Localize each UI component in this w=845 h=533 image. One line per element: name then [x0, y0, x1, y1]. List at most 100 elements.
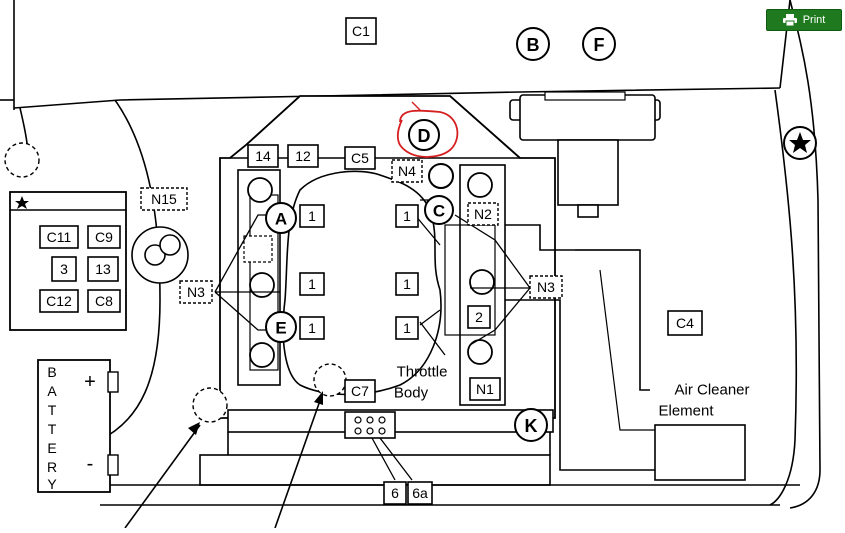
- battery-letter-b: B: [47, 364, 56, 380]
- callout-k-label: K: [525, 416, 538, 436]
- connector-leads: [371, 437, 413, 481]
- fuse3-label: 3: [60, 261, 68, 277]
- canister-stem: [577, 204, 599, 218]
- small-ring-n4: [428, 163, 454, 189]
- one-box-5: [299, 316, 325, 340]
- print-button[interactable]: Print: [766, 9, 842, 31]
- num14-box: [247, 144, 279, 168]
- battery-body: [37, 359, 111, 493]
- arrow-to-dashed-center: [274, 394, 323, 529]
- arrow-head-2: [314, 391, 323, 405]
- throttle-label-line2: Body: [394, 385, 429, 402]
- callout-c-circle: [424, 195, 454, 225]
- callout-f-label: F: [594, 35, 605, 55]
- n1-label: N1: [476, 381, 494, 397]
- right-inner-fender-line: [769, 89, 798, 506]
- battery-letter-t2: T: [48, 421, 57, 437]
- c1-label: C1: [352, 23, 370, 39]
- battery-letter-a: A: [47, 383, 57, 399]
- arrow-throttle: [419, 321, 446, 356]
- dashed-locator-top-left: [4, 142, 40, 178]
- d-highlight-tick: [411, 101, 421, 111]
- num6a-label: 6a: [412, 485, 428, 501]
- n2-box: [467, 202, 499, 226]
- num2-box: [467, 305, 491, 329]
- alternator-body: [519, 94, 656, 141]
- one-label-6: 1: [403, 320, 411, 336]
- battery-terminal-pos: [107, 371, 119, 393]
- air-cleaner-label-line2: Element: [658, 403, 714, 420]
- callout-d-label: D: [418, 126, 431, 146]
- alternator-cap: [544, 91, 626, 101]
- battery-plus-label: +: [84, 371, 96, 393]
- reservoir-inner-b: [159, 234, 181, 256]
- n15-label: N15: [151, 191, 177, 207]
- n4-label: N4: [398, 163, 416, 179]
- air-cleaner-housing: [575, 249, 655, 431]
- callout-f-circle: [582, 27, 616, 61]
- battery-terminal-neg: [107, 454, 119, 476]
- callout-d-circle: [408, 119, 440, 151]
- one-label-5: 1: [308, 320, 316, 336]
- battery-letter-t1: T: [48, 402, 57, 418]
- callout-e-circle: [265, 311, 297, 343]
- battery-letter-e: E: [47, 440, 56, 456]
- right-injector-2: [469, 269, 495, 295]
- c4-label: C4: [676, 315, 694, 331]
- c12-label: C12: [46, 293, 72, 309]
- num6-box: [383, 481, 407, 505]
- c7-box: [344, 379, 376, 403]
- c1-box: [345, 17, 377, 45]
- n3-left-box: [179, 280, 213, 304]
- arrow-to-dashed-battery: [124, 424, 201, 529]
- fuse13-label: 13: [95, 261, 111, 277]
- one-box-6: [395, 316, 419, 340]
- callout-k-circle: [514, 408, 548, 442]
- engine-top-right-line: [449, 95, 521, 159]
- callout-c-label: C: [433, 202, 445, 221]
- air-cleaner-box: [654, 424, 746, 481]
- fuse13-box: [87, 256, 119, 282]
- c11-box: [39, 225, 79, 249]
- one-box-3: [299, 272, 325, 296]
- n1-box: [469, 377, 501, 401]
- n15-box: [140, 187, 188, 211]
- num12-box: [287, 144, 319, 168]
- n2-label: N2: [474, 206, 492, 222]
- callout-a-label: A: [275, 210, 287, 229]
- one-label-4: 1: [403, 276, 411, 292]
- reservoir-inner-a: [144, 244, 166, 266]
- battery-letter-r: R: [47, 459, 57, 475]
- c9-box: [87, 225, 121, 249]
- one-label-2: 1: [403, 208, 411, 224]
- fuse3-box: [51, 256, 77, 282]
- c8-box: [87, 289, 121, 313]
- air-cleaner-label-line1: Air Cleaner: [674, 382, 749, 399]
- right-fender-line: [789, 0, 821, 509]
- arrow-head-1: [188, 422, 200, 435]
- n3-right-label: N3: [537, 279, 555, 295]
- left-injector-4: [249, 342, 275, 368]
- printer-icon: [782, 14, 797, 26]
- d-highlight-circle: [396, 109, 459, 158]
- num6a-box: [407, 481, 433, 505]
- n3-left-label: N3: [187, 284, 205, 300]
- num12-label: 12: [295, 148, 311, 164]
- n4-box: [391, 159, 423, 183]
- num14-label: 14: [255, 148, 271, 164]
- left-injector-2-dashed: [243, 235, 273, 263]
- print-button-label: Print: [802, 14, 826, 26]
- c12-box: [39, 289, 79, 313]
- dashed-locator-battery: [192, 387, 228, 423]
- c7-label: C7: [351, 383, 369, 399]
- battery-minus-label: -: [87, 453, 94, 475]
- hood-outline-line: [13, 0, 781, 110]
- callout-a-circle: [265, 202, 297, 234]
- right-injector-1: [467, 172, 493, 198]
- num6-label: 6: [391, 485, 399, 501]
- left-injector-1: [247, 177, 273, 203]
- c5-label: C5: [351, 150, 369, 166]
- c11-label: C11: [47, 229, 72, 245]
- callout-b-label: B: [527, 35, 540, 55]
